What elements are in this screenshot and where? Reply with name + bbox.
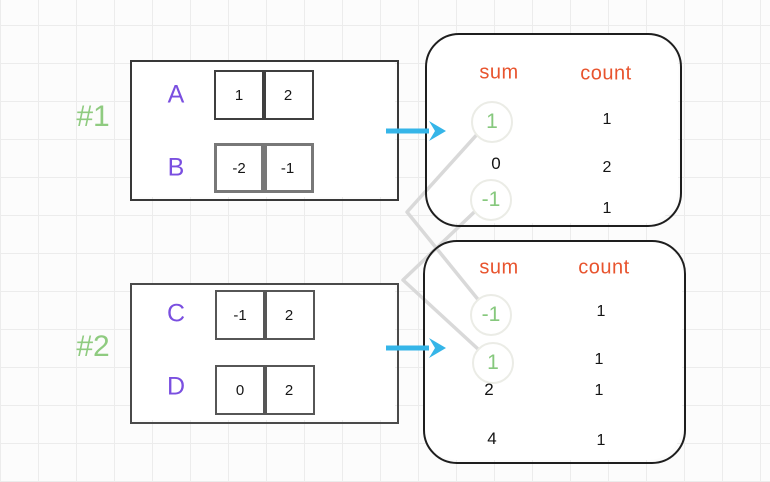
array-cell: -1 (264, 143, 314, 193)
array-box-2: C -1 2 D 0 2 (130, 283, 399, 424)
array-cell: 1 (214, 70, 264, 120)
array-cell: 2 (264, 70, 314, 120)
count-header: count (578, 256, 630, 279)
count-value: 1 (594, 382, 604, 399)
count-value: 2 (602, 159, 612, 176)
sum-header: sum (479, 256, 519, 279)
array-row-D-cells: 0 2 (215, 365, 315, 415)
circled-sum-value: 1 (471, 101, 513, 143)
count-value: 1 (594, 351, 604, 368)
array-cell: -1 (215, 290, 265, 340)
sum-value: 0 (491, 154, 501, 173)
example-1-label: #1 (76, 100, 110, 133)
count-header: count (580, 62, 632, 85)
result-box-2-fill (423, 240, 682, 460)
circled-sum-value: -1 (470, 179, 512, 221)
count-value: 1 (596, 432, 606, 449)
array-name-D: D (166, 372, 186, 401)
count-value: 1 (602, 111, 612, 128)
array-name-A: A (167, 80, 185, 109)
array-row-C-cells: -1 2 (215, 290, 315, 340)
sum-value: 4 (487, 429, 497, 448)
array-row-A-cells: 1 2 (214, 70, 314, 120)
array-name-B: B (167, 153, 185, 182)
array-box-1: A 1 2 B -2 -1 (130, 60, 399, 201)
array-cell: -2 (214, 143, 264, 193)
result-box-2: sum count -1 1 1 1 2 1 4 1 (423, 240, 686, 464)
count-value: 1 (596, 303, 606, 320)
count-value: 1 (602, 200, 612, 217)
circled-sum-value: 1 (472, 342, 514, 384)
array-row-B-cells: -2 -1 (214, 143, 314, 193)
array-name-C: C (166, 299, 186, 328)
result-box-1: sum count 1 1 0 2 -1 1 (425, 33, 682, 227)
sum-header: sum (479, 61, 519, 84)
array-cell: 0 (215, 365, 265, 415)
example-2-label: #2 (76, 330, 110, 363)
array-cell: 2 (265, 290, 315, 340)
array-cell: 2 (265, 365, 315, 415)
circled-sum-value: -1 (470, 294, 512, 336)
connector-line (405, 118, 492, 315)
result-box-1-fill (425, 33, 678, 223)
sum-value: 2 (484, 380, 494, 399)
